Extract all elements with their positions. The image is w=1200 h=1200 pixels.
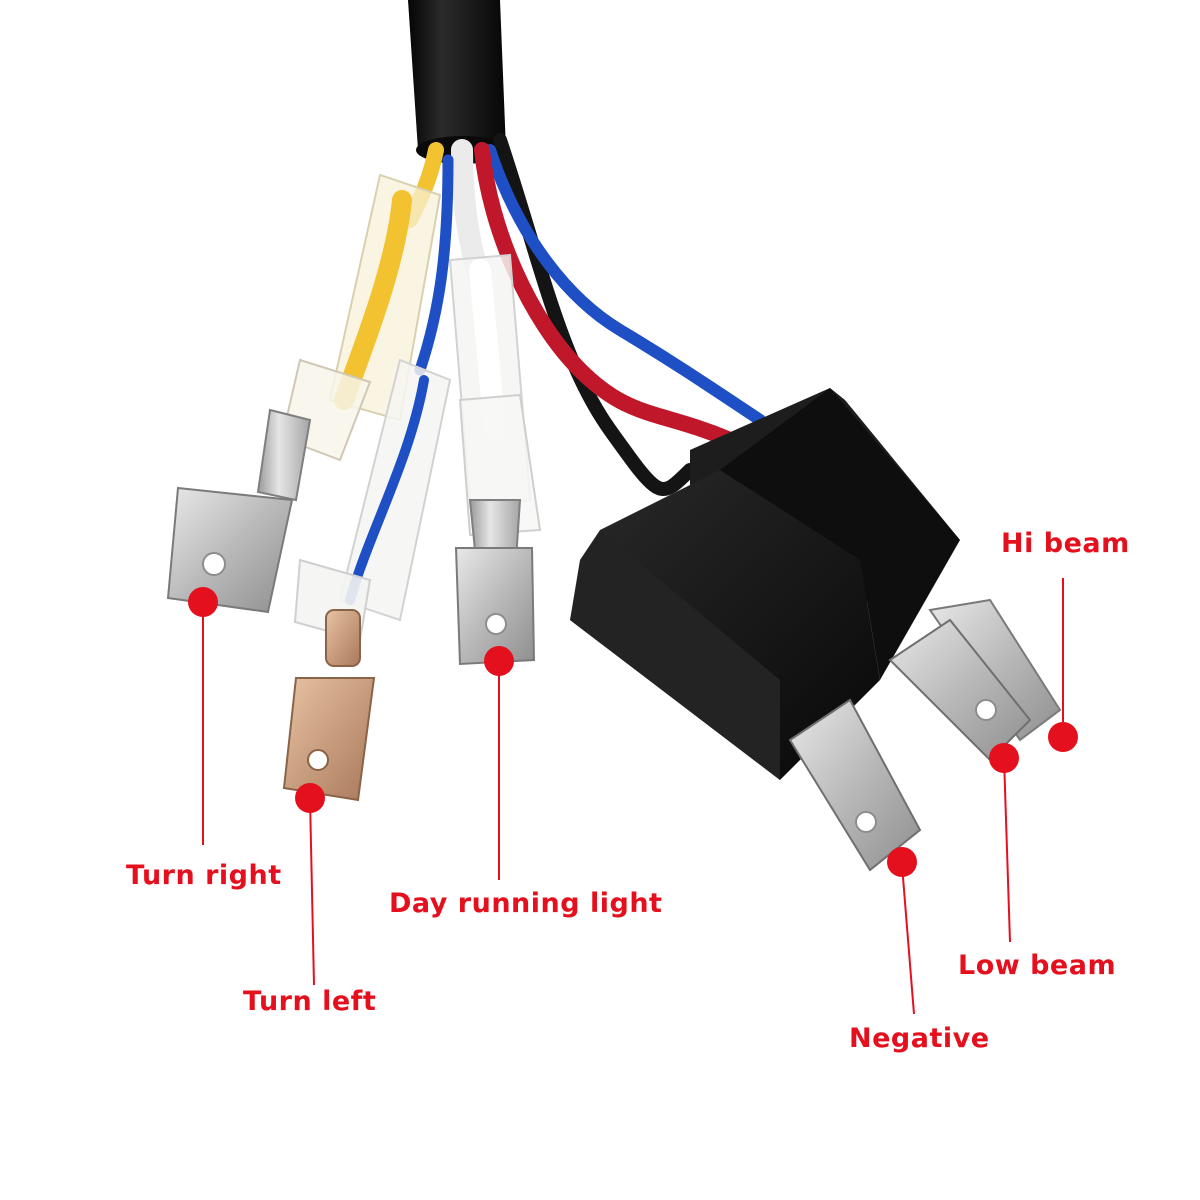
low-beam-leader: [1003, 757, 1011, 943]
turn-left-sleeve: [293, 358, 452, 642]
drl-terminal: [454, 499, 536, 666]
h4-connector: [570, 388, 960, 780]
low-beam-blade: [888, 618, 1032, 762]
day-running-light-label: Day running light: [389, 888, 663, 919]
turn-right-terminal: [166, 408, 312, 614]
negative-label: Negative: [849, 1023, 990, 1054]
turn-left-leader: [309, 797, 315, 986]
turn-left-label: Turn left: [243, 986, 377, 1017]
hi-beam-dot: [1048, 722, 1078, 752]
callout-dots: [188, 587, 1078, 877]
negative-dot: [887, 847, 917, 877]
hi-beam-label: Hi beam: [1001, 528, 1130, 559]
negative-blade: [788, 698, 922, 872]
negative-leader: [901, 864, 915, 1015]
turn-left-dot: [295, 783, 325, 813]
low-beam-label: Low beam: [958, 950, 1117, 981]
low-beam-dot: [989, 743, 1019, 773]
turn-right-dot: [188, 587, 218, 617]
drl-dot: [484, 646, 514, 676]
turn-right-label: Turn right: [126, 860, 282, 891]
turn-left-terminal: [282, 609, 376, 802]
callout-lines: [202, 578, 1064, 1015]
cable-jacket: [408, 0, 508, 164]
